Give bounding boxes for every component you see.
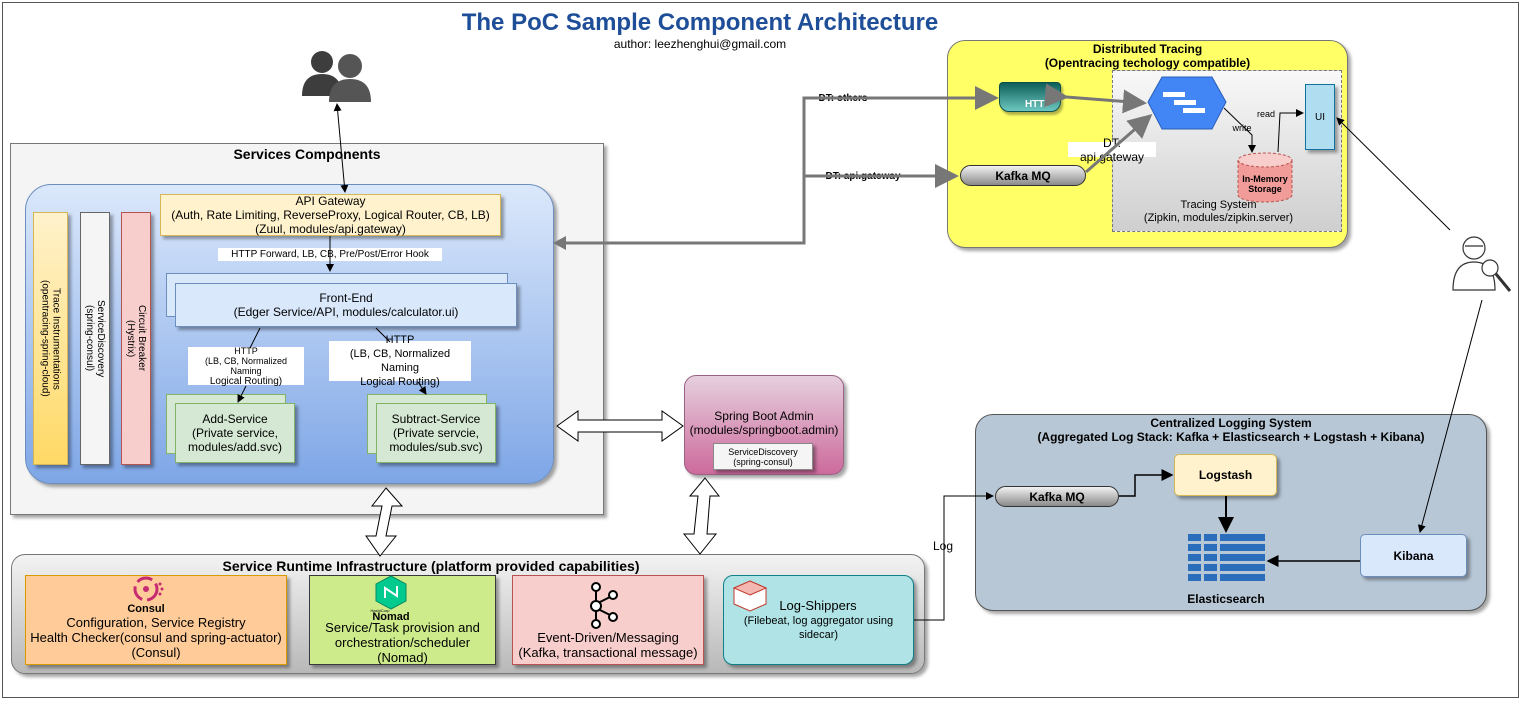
in-memory-storage-label: In-Memory Storage bbox=[1238, 173, 1292, 195]
log-shippers-line3: sidecar) bbox=[798, 629, 839, 641]
logging-kafka-label: Kafka MQ bbox=[1029, 489, 1085, 504]
tracing-ui-box: UI bbox=[1305, 84, 1335, 150]
http-endpoint-icon: HTTP bbox=[999, 82, 1061, 112]
consul-line3: (Consul) bbox=[131, 644, 181, 660]
add-service-desc: (Private service, bbox=[191, 426, 279, 440]
tracing-title-2: (Opentracing techology compatible) bbox=[1044, 56, 1251, 70]
sub-service-desc: (Private servcie, bbox=[392, 426, 480, 440]
log-shippers-title: Log-Shippers bbox=[779, 597, 857, 613]
kibana-label: Kibana bbox=[1393, 548, 1434, 563]
logstash-label: Logstash bbox=[1198, 468, 1253, 482]
tracing-write-label: write bbox=[1232, 123, 1252, 133]
trace-instrumentations-box: Trace Instrumentations (opentracing-spri… bbox=[33, 212, 68, 465]
http-right-sub2: Logical Routing) bbox=[360, 376, 440, 388]
frontend-title: Front-End bbox=[319, 291, 373, 305]
tracing-dt-gateway-label: DT: api.gateway bbox=[1068, 136, 1156, 164]
http-right-sub: (LB, CB, Normalized Naming bbox=[349, 348, 451, 374]
kibana-box: Kibana bbox=[1360, 534, 1467, 577]
consul-logo-text: Consul bbox=[127, 603, 165, 615]
trace-instrumentations-sub: (opentracing-spring-cloud) bbox=[39, 280, 51, 397]
services-components-title: Services Components bbox=[233, 146, 381, 162]
tracing-system-title: Tracing System bbox=[1180, 199, 1257, 211]
consul-text: Configuration, Service Registry Health C… bbox=[25, 614, 287, 660]
spring-boot-admin-module: (modules/springboot.admin) bbox=[689, 423, 839, 437]
http-right-label: HTTP (LB, CB, Normalized Naming Logical … bbox=[329, 334, 471, 388]
logstash-box: Logstash bbox=[1174, 454, 1277, 496]
tracing-kafka-label: Kafka MQ bbox=[995, 168, 1051, 183]
service-discovery-sub: (spring-consul) bbox=[84, 305, 95, 372]
circuit-breaker-sub: (Hystrix) bbox=[125, 319, 136, 358]
sub-service-title: Subtract-Service bbox=[391, 412, 481, 426]
centralized-logging-title: Centralized Logging System (Aggregated L… bbox=[975, 415, 1487, 445]
admin-sd-sub: (spring-consul) bbox=[733, 456, 793, 467]
log-shippers-text: (Filebeat, log aggregator using sidecar) bbox=[723, 614, 914, 642]
gateway-link-label: HTTP Forward, LB, CB, Pre/Post/Error Hoo… bbox=[218, 248, 442, 261]
kafka-messaging-text: Event-Driven/Messaging (Kafka, transacti… bbox=[512, 630, 704, 660]
nomad-logo-hashicorp: HashiCorp bbox=[370, 607, 390, 613]
tracing-system-module: (Zipkin, modules/zipkin.server) bbox=[1143, 212, 1294, 224]
tracing-ui-label: UI bbox=[1315, 111, 1325, 123]
sub-service-module: modules/sub.svc) bbox=[389, 440, 483, 454]
trace-instrumentations-label: Trace Instrumentations bbox=[50, 287, 62, 390]
circuit-breaker-label: Circuit Breaker bbox=[136, 305, 147, 372]
log-label: Log bbox=[931, 538, 955, 553]
http-left-label: HTTP (LB, CB, Normalized Naming Logical … bbox=[188, 345, 304, 387]
tracing-kafka-pipe: Kafka MQ bbox=[960, 165, 1086, 186]
elasticsearch-label: Elasticsearch bbox=[1187, 592, 1265, 606]
log-shippers-line2: (Filebeat, log aggregator using bbox=[743, 615, 894, 627]
dt-gateway-label: DT: api.gateway bbox=[820, 170, 906, 183]
spring-boot-admin-text: Spring Boot Admin (modules/springboot.ad… bbox=[684, 408, 844, 438]
frontend-module: (Edger Service/API, modules/calculator.u… bbox=[233, 305, 459, 319]
admin-service-discovery-box: ServiceDiscovery (spring-consul) bbox=[713, 443, 813, 470]
http-icon-label: HTTP bbox=[1024, 98, 1052, 110]
service-discovery-label: ServiceDiscovery bbox=[95, 299, 106, 378]
tracing-system-text: Tracing System (Zipkin, modules/zipkin.s… bbox=[1112, 198, 1325, 226]
add-service-title: Add-Service bbox=[202, 412, 268, 426]
add-service-module: modules/add.svc) bbox=[187, 440, 283, 454]
storage-line2: Storage bbox=[1248, 184, 1282, 194]
nomad-line2: orchestration/scheduler bbox=[334, 634, 471, 650]
page-title-block: The PoC Sample Component Architecture au… bbox=[420, 7, 980, 53]
service-discovery-box: ServiceDiscovery (spring-consul) bbox=[80, 212, 110, 465]
dt-others-label: DT: others bbox=[814, 92, 872, 105]
add-service-box: Add-Service (Private service, modules/ad… bbox=[175, 403, 295, 463]
consul-line2: Health Checker(consul and spring-actuato… bbox=[30, 629, 282, 645]
circuit-breaker-box: Circuit Breaker (Hystrix) bbox=[121, 212, 151, 465]
http-right-title: HTTP bbox=[385, 334, 415, 346]
api-gateway-box: API Gateway (Auth, Rate Limiting, Revers… bbox=[160, 194, 501, 236]
page-author: author: leezhenghui@gmail.com bbox=[613, 37, 787, 51]
admin-sd-title: ServiceDiscovery bbox=[728, 446, 798, 457]
distributed-tracing-title: Distributed Tracing (Opentracing techolo… bbox=[947, 41, 1348, 71]
frontend-box: Front-End (Edger Service/API, modules/ca… bbox=[175, 283, 517, 327]
http-left-sub: (LB, CB, Normalized Naming bbox=[204, 355, 288, 376]
nomad-text: Service/Task provision and orchestration… bbox=[309, 619, 496, 665]
nomad-logo-text: Nomad bbox=[372, 611, 410, 623]
http-left-title: HTTP bbox=[234, 345, 258, 356]
sub-service-box: Subtract-Service (Private servcie, modul… bbox=[376, 403, 496, 463]
nomad-line1: Service/Task provision and bbox=[325, 619, 480, 635]
tracing-title-1: Distributed Tracing bbox=[1092, 42, 1203, 56]
http-left-sub2: Logical Routing) bbox=[209, 375, 283, 387]
api-gateway-features: (Auth, Rate Limiting, ReverseProxy, Logi… bbox=[171, 208, 490, 222]
logging-title-2: (Aggregated Log Stack: Kafka + Elasticse… bbox=[1037, 430, 1425, 444]
kafka-messaging-line2: (Kafka, transactional message) bbox=[518, 645, 698, 660]
consul-line1: Configuration, Service Registry bbox=[66, 614, 246, 630]
kafka-messaging-line1: Event-Driven/Messaging bbox=[537, 630, 679, 645]
tracing-read-label: read bbox=[1257, 109, 1276, 119]
storage-line1: In-Memory bbox=[1242, 174, 1288, 184]
nomad-line3: (Nomad) bbox=[377, 649, 428, 665]
runtime-infrastructure-title: Service Runtime Infrastructure (platform… bbox=[222, 558, 640, 574]
logging-kafka-pipe: Kafka MQ bbox=[995, 486, 1119, 507]
spring-boot-admin-title: Spring Boot Admin bbox=[714, 409, 814, 423]
logging-title-1: Centralized Logging System bbox=[1150, 416, 1312, 430]
api-gateway-module: (Zuul, modules/api.gateway) bbox=[255, 222, 406, 236]
page-title: The PoC Sample Component Architecture bbox=[461, 9, 939, 36]
api-gateway-title: API Gateway bbox=[295, 194, 366, 208]
